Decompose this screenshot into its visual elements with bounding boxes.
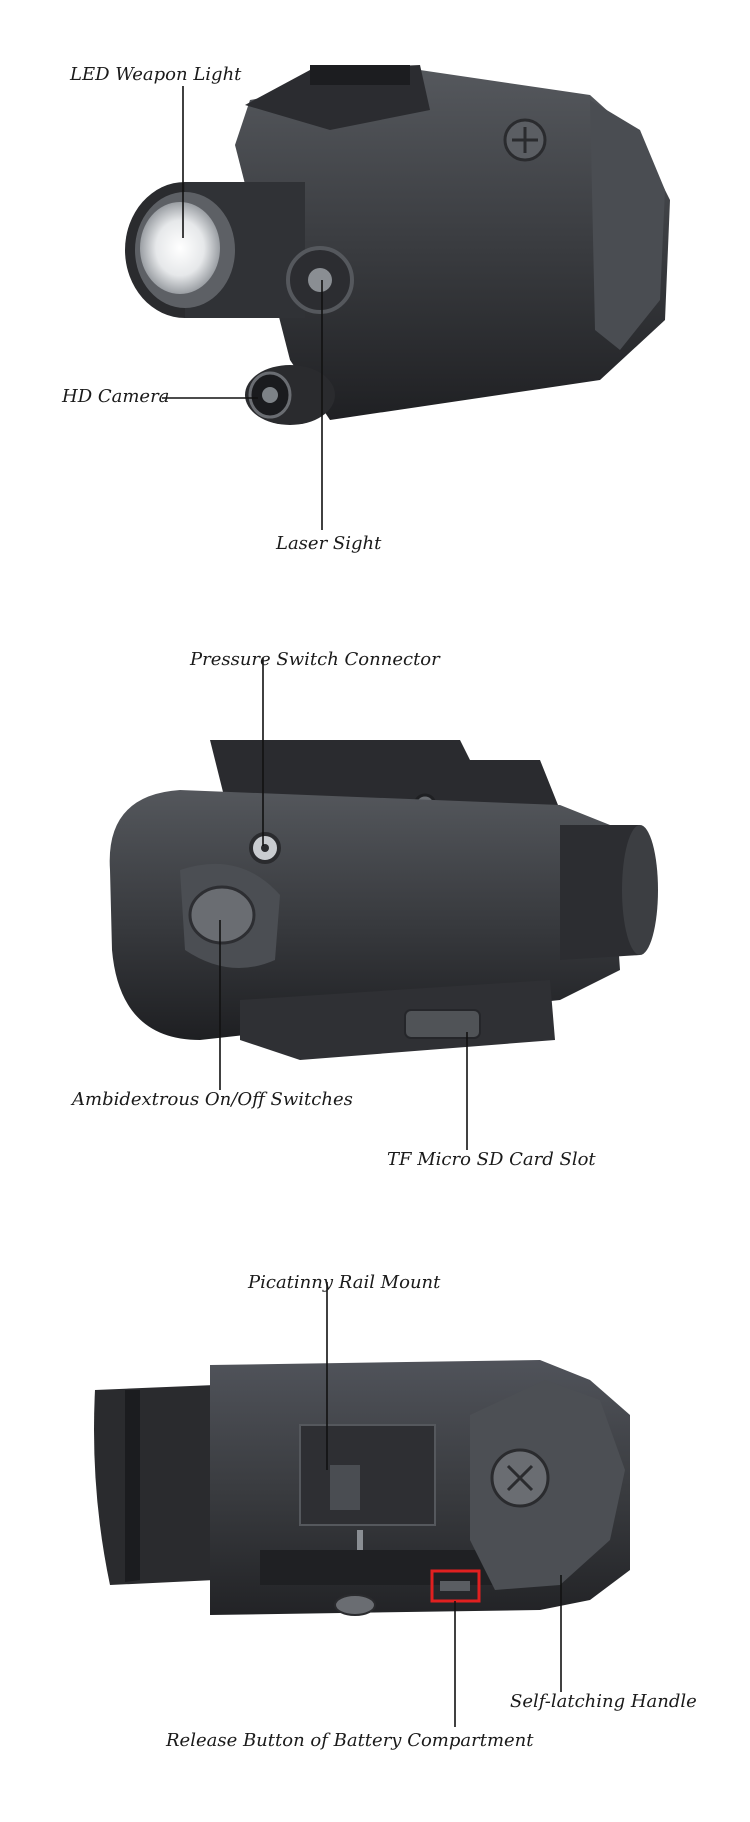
rail-mount [299, 1424, 436, 1526]
label-led-weapon-light: LED Weapon Light [70, 64, 242, 85]
bottom-front-tube [94, 1385, 215, 1585]
label-picatinny-rail-mount: Picatinny Rail Mount [248, 1272, 441, 1293]
housing-body [235, 70, 670, 420]
bottom-screw [334, 1594, 376, 1616]
front-view-illustration [125, 65, 670, 530]
label-release-button: Release Button of Battery Compartment [166, 1730, 534, 1751]
label-hd-camera: HD Camera [62, 386, 170, 407]
lower-block [240, 980, 555, 1060]
sd-slot [404, 1009, 481, 1039]
light-lens [140, 202, 220, 294]
rail-notch [310, 65, 410, 85]
label-tf-micro-sd-slot: TF Micro SD Card Slot [387, 1149, 596, 1170]
label-laser-sight: Laser Sight [276, 533, 382, 554]
side-body [109, 790, 620, 1040]
panel-front-view: LED Weapon Light HD Camera Laser Sight [0, 0, 750, 580]
label-ambidextrous-switches: Ambidextrous On/Off Switches [72, 1089, 353, 1110]
side-view-illustration [109, 658, 658, 1150]
label-pressure-switch-connector: Pressure Switch Connector [190, 649, 440, 670]
panel-bottom-view: Picatinny Rail Mount Self-latching Handl… [0, 1240, 750, 1822]
switch-button [188, 885, 256, 945]
panel-side-view: Pressure Switch Connector Ambidextrous O… [0, 620, 750, 1200]
label-self-latching-handle: Self-latching Handle [510, 1691, 697, 1712]
bottom-view-illustration [94, 1282, 630, 1727]
rear-cap [590, 100, 665, 350]
